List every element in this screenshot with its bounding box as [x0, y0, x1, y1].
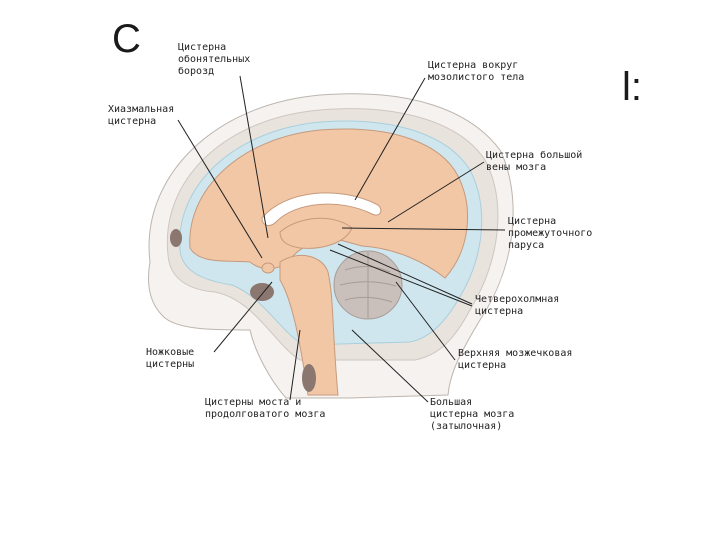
- label-chiasmatic-line-2: цистерна: [108, 116, 156, 127]
- label-olfactory-line-2: обонятельных: [178, 53, 250, 65]
- label-olfactory-line-3: борозд: [178, 65, 214, 77]
- label-pons-medulla-line-1: Цистерны моста и: [205, 397, 301, 408]
- leader-velum: [341, 227, 506, 231]
- pituitary: [261, 262, 275, 274]
- label-quadrigeminal-line-1: Четверохолмная: [475, 294, 559, 305]
- brainstem: [279, 254, 339, 396]
- label-velum-line-2: промежуточного: [508, 228, 592, 239]
- cerebellum-folia: [339, 252, 397, 318]
- label-olfactory: Цистерна обонятельных борозд: [178, 42, 250, 77]
- label-great-vein: Цистерна большой вены мозга: [486, 149, 582, 173]
- label-magna-line-2: цистерна мозга: [430, 409, 514, 420]
- leader-peduncular: [213, 281, 273, 353]
- label-superior-cerebellar: Верхняя мозжечковая цистерна: [458, 348, 572, 371]
- leader-corpus-callosum: [354, 77, 426, 201]
- leader-quadrigeminal-2: [329, 249, 473, 307]
- leader-superior-cerebellar: [395, 281, 456, 361]
- label-corpus-callosum-line-2: мозолистого тела: [428, 72, 524, 83]
- leader-magna: [351, 329, 429, 403]
- label-magna-line-1: Большая: [430, 397, 472, 408]
- label-pons-medulla-line-2: продолговатого мозга: [205, 409, 325, 420]
- label-chiasmatic-line-1: Хиазмальная: [108, 104, 174, 115]
- label-superior-cerebellar-line-1: Верхняя мозжечковая: [458, 348, 572, 359]
- label-peduncular-line-1: Ножковые: [146, 347, 194, 358]
- label-peduncular-line-2: цистерны: [146, 359, 194, 370]
- label-magna: Большая цистерна мозга (затылочная): [430, 397, 514, 432]
- label-velum-line-1: Цистерна: [508, 216, 556, 227]
- thalamus: [279, 217, 353, 249]
- leader-great-vein: [387, 161, 485, 223]
- label-superior-cerebellar-line-2: цистерна: [458, 360, 506, 371]
- label-great-vein-line-2: вены мозга: [486, 162, 546, 173]
- label-magna-line-3: (затылочная): [430, 421, 502, 432]
- label-peduncular: Ножковые цистерны: [146, 347, 194, 370]
- leader-olfactory: [239, 75, 269, 239]
- leader-quadrigeminal-1: [337, 243, 473, 305]
- slide-title-fragment-left: С: [112, 17, 141, 61]
- sphenoid-sinus: [250, 283, 274, 301]
- slide-title-fragment-right: l:: [622, 65, 642, 109]
- label-quadrigeminal-line-2: цистерна: [475, 306, 523, 317]
- label-velum-line-3: паруса: [508, 240, 544, 251]
- label-olfactory-line-1: Цистерна: [178, 42, 226, 53]
- label-pons-medulla: Цистерны моста и продолговатого мозга: [205, 397, 325, 420]
- label-great-vein-line-1: Цистерна большой: [486, 149, 582, 161]
- leader-chiasmatic: [177, 119, 263, 259]
- posterior-structure: [302, 364, 316, 392]
- label-quadrigeminal: Четверохолмная цистерна: [475, 294, 559, 317]
- leader-lines: [177, 75, 506, 403]
- label-chiasmatic: Хиазмальная цистерна: [108, 104, 174, 127]
- leader-pons-medulla: [289, 329, 301, 401]
- frontal-sinus: [170, 229, 182, 247]
- label-corpus-callosum-line-1: Цистерна вокруг: [428, 60, 518, 71]
- label-velum: Цистерна промежуточного паруса: [508, 216, 592, 251]
- label-corpus-callosum: Цистерна вокруг мозолистого тела: [428, 60, 524, 83]
- corpus-callosum: [261, 192, 382, 226]
